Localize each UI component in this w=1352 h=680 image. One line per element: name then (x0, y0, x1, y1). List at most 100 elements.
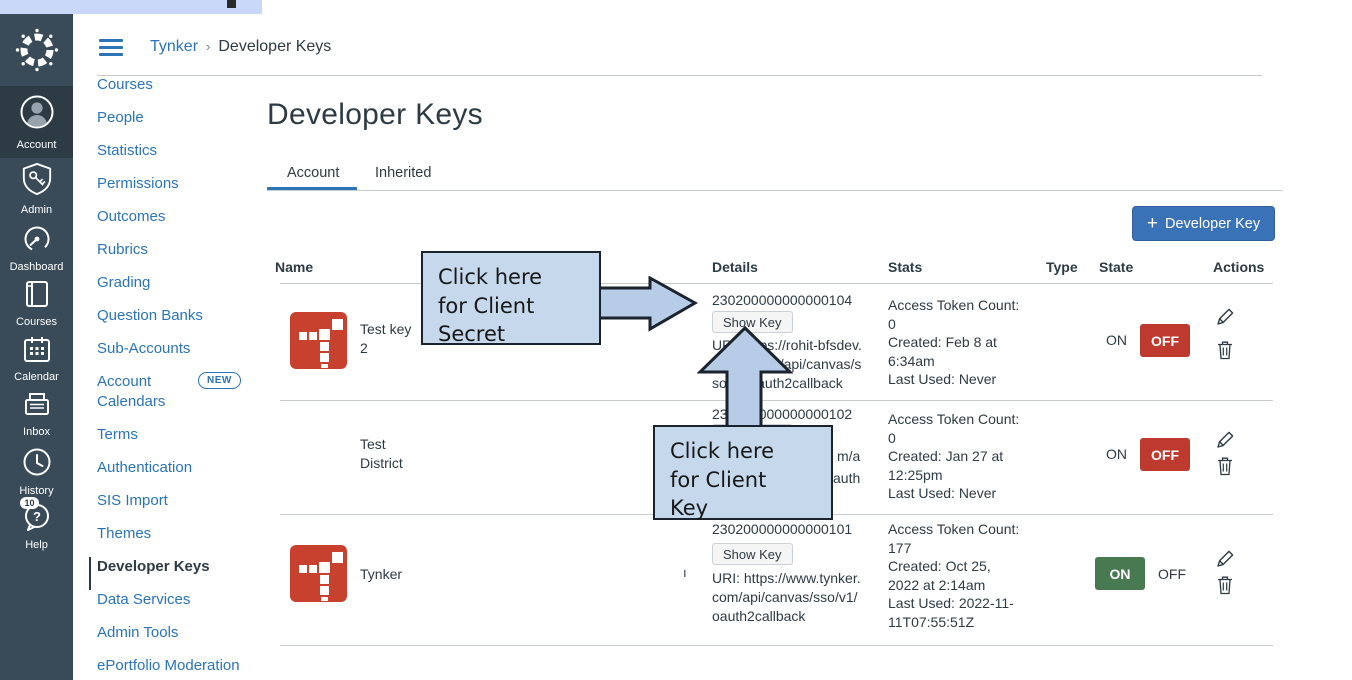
canvas-logo-icon (13, 26, 61, 79)
uri-line: com/api/canvas/sso/v1/ (712, 589, 858, 605)
nav-item-grading[interactable]: Grading (97, 274, 151, 291)
stats-line: Created: Feb 8 at (888, 334, 997, 351)
sidebar-item-dashboard[interactable]: Dashboard (0, 225, 73, 273)
stats-line: Last Used: Never (888, 371, 997, 388)
sidebar-item-help[interactable]: ? 10 Help (0, 497, 73, 551)
developer-key-logo (290, 545, 347, 607)
nav-item-themes[interactable]: Themes (97, 525, 152, 542)
key-name-line: District (360, 454, 403, 471)
new-badge: NEW (198, 372, 241, 389)
key-stats: Access Token Count: 0 Created: Jan 27 at… (888, 410, 1019, 503)
sidebar-item-inbox[interactable]: Inbox (0, 391, 73, 438)
tab-inherited[interactable]: Inherited (375, 165, 432, 181)
nav-item-terms[interactable]: Terms (97, 426, 138, 443)
redirect-uri-fragment: auth (833, 470, 861, 486)
state-off-button[interactable]: OFF (1140, 324, 1190, 357)
sidebar-item-label: Admin (20, 204, 53, 216)
breadcrumb-root-link[interactable]: Tynker (150, 38, 199, 55)
sidebar-item-label: Account (16, 139, 57, 151)
key-name: Test key 2 (360, 320, 411, 357)
show-key-button[interactable]: Show Key (712, 311, 793, 333)
show-key-button[interactable]: Show Key (712, 543, 793, 565)
sidebar-item-admin[interactable]: Admin (0, 162, 73, 216)
uri-line: oauth2callback (712, 608, 806, 624)
callout-line: Key (670, 496, 709, 520)
stats-line: Access Token Count: (888, 297, 1020, 313)
stats-line: Created: Jan 27 at (888, 448, 1004, 465)
uri-line: URI: https://www.tynker. (712, 570, 861, 586)
sidebar-item-label: History (19, 485, 54, 497)
hamburger-menu-icon[interactable] (99, 39, 123, 56)
col-header-details: Details (712, 259, 758, 275)
state-on-button[interactable]: ON (1095, 557, 1145, 590)
stats-line: 6:34am (888, 352, 935, 369)
stats-line: Access Token Count: (888, 411, 1020, 427)
nav-item-account-calendars[interactable]: Account Calendars NEW (97, 372, 241, 425)
inbox-tray-icon (22, 391, 52, 423)
col-header-type: Type (1046, 259, 1078, 275)
delete-trash-icon[interactable] (1217, 575, 1233, 600)
add-developer-key-label: Developer Key (1165, 215, 1261, 232)
sidebar-item-label: Courses (16, 316, 57, 328)
nav-item-eportfolio-moderation[interactable]: ePortfolio Moderation (97, 657, 240, 674)
breadcrumb-current: Developer Keys (218, 38, 332, 55)
sidebar-item-logo[interactable] (0, 26, 73, 79)
nav-item-people[interactable]: People (97, 109, 144, 126)
delete-trash-icon[interactable] (1217, 456, 1233, 481)
stats-line: Created: Oct 25, (888, 558, 991, 575)
client-secret-callout: Click here for Client Secret (421, 251, 601, 346)
key-name: Test District (360, 435, 403, 472)
table-divider (280, 645, 1273, 646)
nav-item-outcomes[interactable]: Outcomes (97, 208, 166, 225)
plus-icon: + (1146, 213, 1158, 234)
state-off-button[interactable]: OFF (1140, 438, 1190, 471)
stats-line: 11T07:55:51Z (888, 613, 975, 630)
nav-item-data-services[interactable]: Data Services (97, 591, 191, 608)
key-name-line: Tynker (360, 566, 403, 582)
stats-line: Last Used: 2022-11- (888, 595, 1014, 612)
state-on-toggle[interactable]: ON (1106, 446, 1127, 462)
stats-line: 0 (888, 315, 896, 332)
add-developer-key-button[interactable]: + Developer Key (1132, 206, 1275, 241)
nav-item-authentication[interactable]: Authentication (97, 459, 193, 476)
nav-item-statistics[interactable]: Statistics (97, 142, 158, 159)
global-nav-sidebar: Account Admin Dashboard (0, 14, 73, 680)
edit-pencil-icon[interactable] (1216, 431, 1234, 454)
developer-key-logo (290, 312, 347, 374)
delete-trash-icon[interactable] (1217, 340, 1233, 365)
nav-item-question-banks[interactable]: Question Banks (97, 307, 203, 324)
nav-item-label: Account Calendars (97, 373, 166, 410)
sidebar-item-history[interactable]: History (0, 447, 73, 497)
tabs-divider (267, 190, 1283, 191)
stats-line: 12:25pm (888, 466, 943, 483)
nav-item-developer-keys[interactable]: Developer Keys (89, 557, 267, 590)
sidebar-item-label: Calendar (14, 371, 59, 383)
sidebar-item-account[interactable]: Account (0, 93, 73, 151)
key-name: Tynker (360, 565, 402, 584)
sidebar-item-calendar[interactable]: Calendar (0, 335, 73, 383)
key-stats: Access Token Count: 177 Created: Oct 25,… (888, 520, 1019, 632)
header-divider (97, 75, 1262, 76)
nav-item-sis-import[interactable]: SIS Import (97, 492, 168, 509)
edit-pencil-icon[interactable] (1216, 308, 1234, 331)
sidebar-item-courses[interactable]: Courses (0, 280, 73, 328)
tab-account[interactable]: Account (287, 165, 340, 181)
right-arrow-annotation (598, 276, 698, 332)
table-divider (280, 400, 1273, 401)
state-off-toggle[interactable]: OFF (1158, 566, 1186, 582)
nav-item-sub-accounts[interactable]: Sub-Accounts (97, 340, 191, 357)
nav-item-permissions[interactable]: Permissions (97, 175, 179, 192)
sidebar-item-label: Help (25, 539, 48, 551)
table-divider (280, 283, 1273, 284)
nav-item-admin-tools[interactable]: Admin Tools (97, 624, 179, 641)
nav-item-courses[interactable]: Courses (97, 76, 153, 93)
edit-pencil-icon[interactable] (1216, 550, 1234, 573)
nav-item-rubrics[interactable]: Rubrics (97, 241, 148, 258)
col-header-actions: Actions (1213, 259, 1265, 275)
state-on-toggle[interactable]: ON (1106, 332, 1127, 348)
stats-line: 2022 at 2:14am (888, 576, 986, 593)
page-title: Developer Keys (267, 98, 483, 131)
key-name-line: Test (360, 436, 386, 452)
stats-line: Last Used: Never (888, 485, 997, 502)
